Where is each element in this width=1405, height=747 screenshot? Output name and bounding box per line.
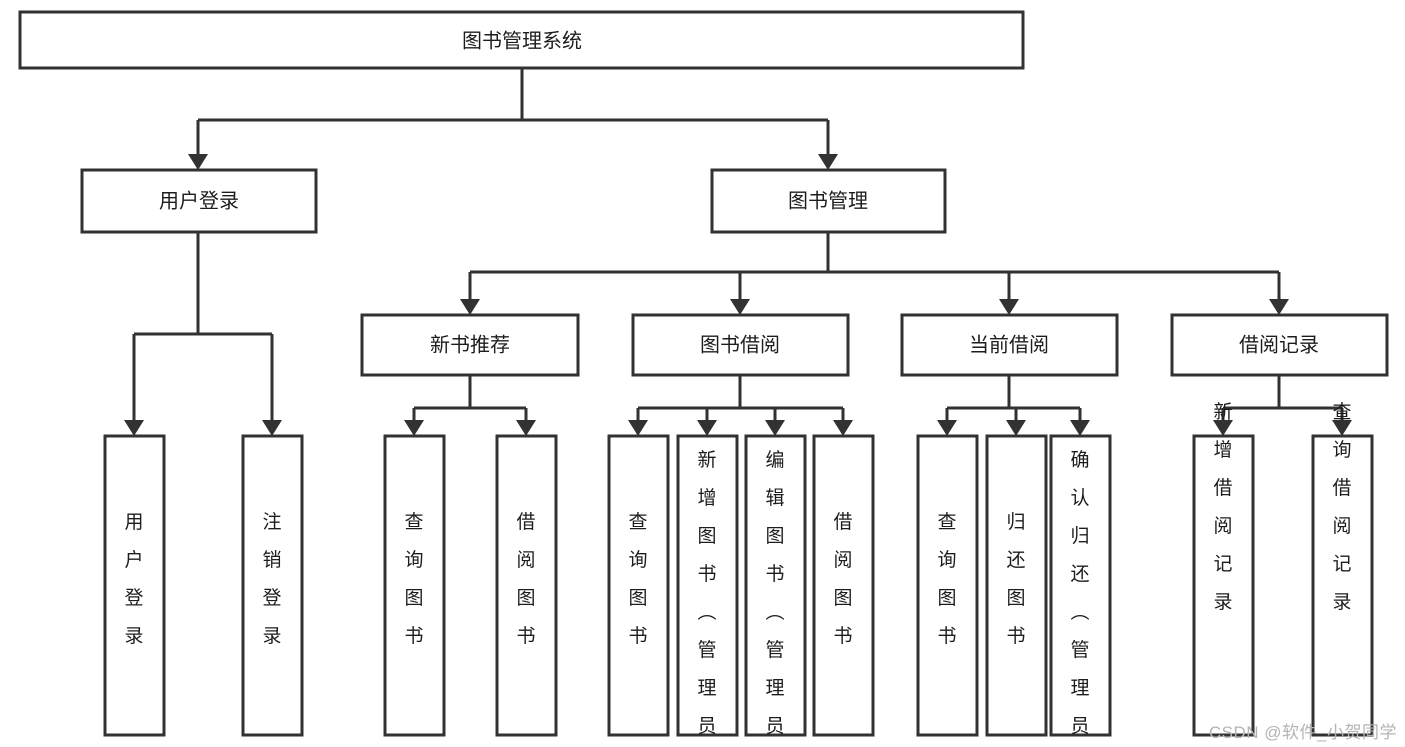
leaf-query-book-3-box (916, 434, 979, 737)
leaf-borrow-book-2-box (812, 434, 875, 737)
leaf-query-book-2[interactable]: 查询图书 (607, 434, 670, 737)
leaf-user-logout-label: 注销登录 (262, 511, 281, 647)
arrowhead-book-management (818, 154, 838, 170)
node-root[interactable]: 图书管理系统 (18, 10, 1025, 70)
leaf-edit-book-label: 编辑图书︵管理员︶ (765, 449, 784, 747)
arrowhead-borrow-record (1269, 299, 1289, 315)
leaf-add-book[interactable]: 新增图书︵管理员︶ (676, 434, 739, 747)
node-current-borrow-box (900, 313, 1119, 377)
node-new-book-recommend-box (360, 313, 580, 377)
leaf-add-record[interactable]: 新增借阅记录 (1192, 401, 1255, 737)
arrowhead-leaf-borrow-book-1 (516, 420, 536, 436)
node-new-book-recommend-label: 新书推荐 (430, 333, 510, 356)
leaf-borrow-book-1[interactable]: 借阅图书 (495, 434, 558, 737)
node-book-borrow-box (631, 313, 850, 377)
arrowhead-leaf-query-book-2 (628, 420, 648, 436)
node-book-borrow[interactable]: 图书借阅 (631, 313, 850, 377)
node-root-label: 图书管理系统 (462, 29, 582, 52)
arrowhead-leaf-query-book-1 (404, 420, 424, 436)
leaf-user-logout[interactable]: 注销登录 (241, 434, 304, 737)
node-book-management[interactable]: 图书管理 (710, 168, 947, 234)
arrowhead-leaf-add-book (697, 420, 717, 436)
node-current-borrow[interactable]: 当前借阅 (900, 313, 1119, 377)
leaf-query-book-3-label: 查询图书 (937, 511, 956, 647)
node-book-management-box (710, 168, 947, 234)
leaf-query-book-3[interactable]: 查询图书 (916, 434, 979, 737)
leaf-query-book-1-box (383, 434, 446, 737)
leaf-user-login-box (103, 434, 166, 737)
leaf-return-book-label: 归还图书 (1006, 511, 1025, 647)
leaf-add-book-label: 新增图书︵管理员︶ (697, 449, 716, 747)
leaf-edit-book-box (744, 434, 807, 737)
leaf-query-record[interactable]: 查询借阅记录 (1311, 401, 1374, 737)
node-borrow-record-label: 借阅记录 (1239, 333, 1319, 356)
leaf-query-record-label: 查询借阅记录 (1332, 401, 1351, 613)
node-book-management-label: 图书管理 (788, 189, 868, 212)
leaf-add-book-box (676, 434, 739, 737)
leaf-confirm-return[interactable]: 确认归还︵管理员︶ (1049, 434, 1112, 747)
arrowhead-user-login (188, 154, 208, 170)
leaf-add-record-box (1192, 434, 1255, 737)
arrowhead-current-borrow (999, 299, 1019, 315)
node-current-borrow-label: 当前借阅 (969, 333, 1049, 356)
arrowhead-leaf-edit-book (765, 420, 785, 436)
arrowhead-book-borrow (730, 299, 750, 315)
arrowhead-leaf-add-record (1213, 420, 1233, 436)
node-borrow-record-box (1170, 313, 1389, 377)
leaf-query-book-1[interactable]: 查询图书 (383, 434, 446, 737)
arrowhead-leaf-query-record (1332, 420, 1352, 436)
arrowhead-leaf-borrow-book-2 (833, 420, 853, 436)
leaf-confirm-return-box (1049, 434, 1112, 737)
arrowhead-leaf-user-logout (262, 420, 282, 436)
arrowhead-leaf-query-book-3 (937, 420, 957, 436)
leaf-user-login-label: 用户登录 (124, 512, 143, 647)
arrowhead-new-book-recommend (460, 299, 480, 315)
node-root-box (18, 10, 1025, 70)
leaf-user-logout-box (241, 434, 304, 737)
arrowhead-leaf-confirm-return (1070, 420, 1090, 436)
leaf-borrow-book-2[interactable]: 借阅图书 (812, 434, 875, 737)
leaf-user-login[interactable]: 用户登录 (103, 434, 166, 737)
leaf-query-record-box (1311, 434, 1374, 737)
leaf-return-book[interactable]: 归还图书 (985, 434, 1048, 737)
arrowhead-leaf-user-login (124, 420, 144, 436)
leaf-query-book-2-label: 查询图书 (628, 511, 647, 647)
leaf-return-book-box (985, 434, 1048, 737)
node-borrow-record[interactable]: 借阅记录 (1170, 313, 1389, 377)
node-user-login-box (80, 168, 318, 234)
leaf-borrow-book-1-label: 借阅图书 (516, 511, 535, 647)
leaf-query-book-1-label: 查询图书 (404, 511, 423, 647)
leaf-query-book-2-box (607, 434, 670, 737)
leaf-borrow-book-1-box (495, 434, 558, 737)
node-user-login[interactable]: 用户登录 (80, 168, 318, 234)
leaf-edit-book[interactable]: 编辑图书︵管理员︶ (744, 434, 807, 747)
node-book-borrow-label: 图书借阅 (700, 333, 780, 356)
leaf-borrow-book-2-label: 借阅图书 (833, 511, 852, 647)
arrowhead-leaf-return-book (1006, 420, 1026, 436)
leaf-confirm-return-label: 确认归还︵管理员︶ (1070, 449, 1089, 747)
leaf-add-record-label: 新增借阅记录 (1213, 401, 1232, 613)
node-user-login-label: 用户登录 (159, 189, 239, 212)
node-new-book-recommend[interactable]: 新书推荐 (360, 313, 580, 377)
